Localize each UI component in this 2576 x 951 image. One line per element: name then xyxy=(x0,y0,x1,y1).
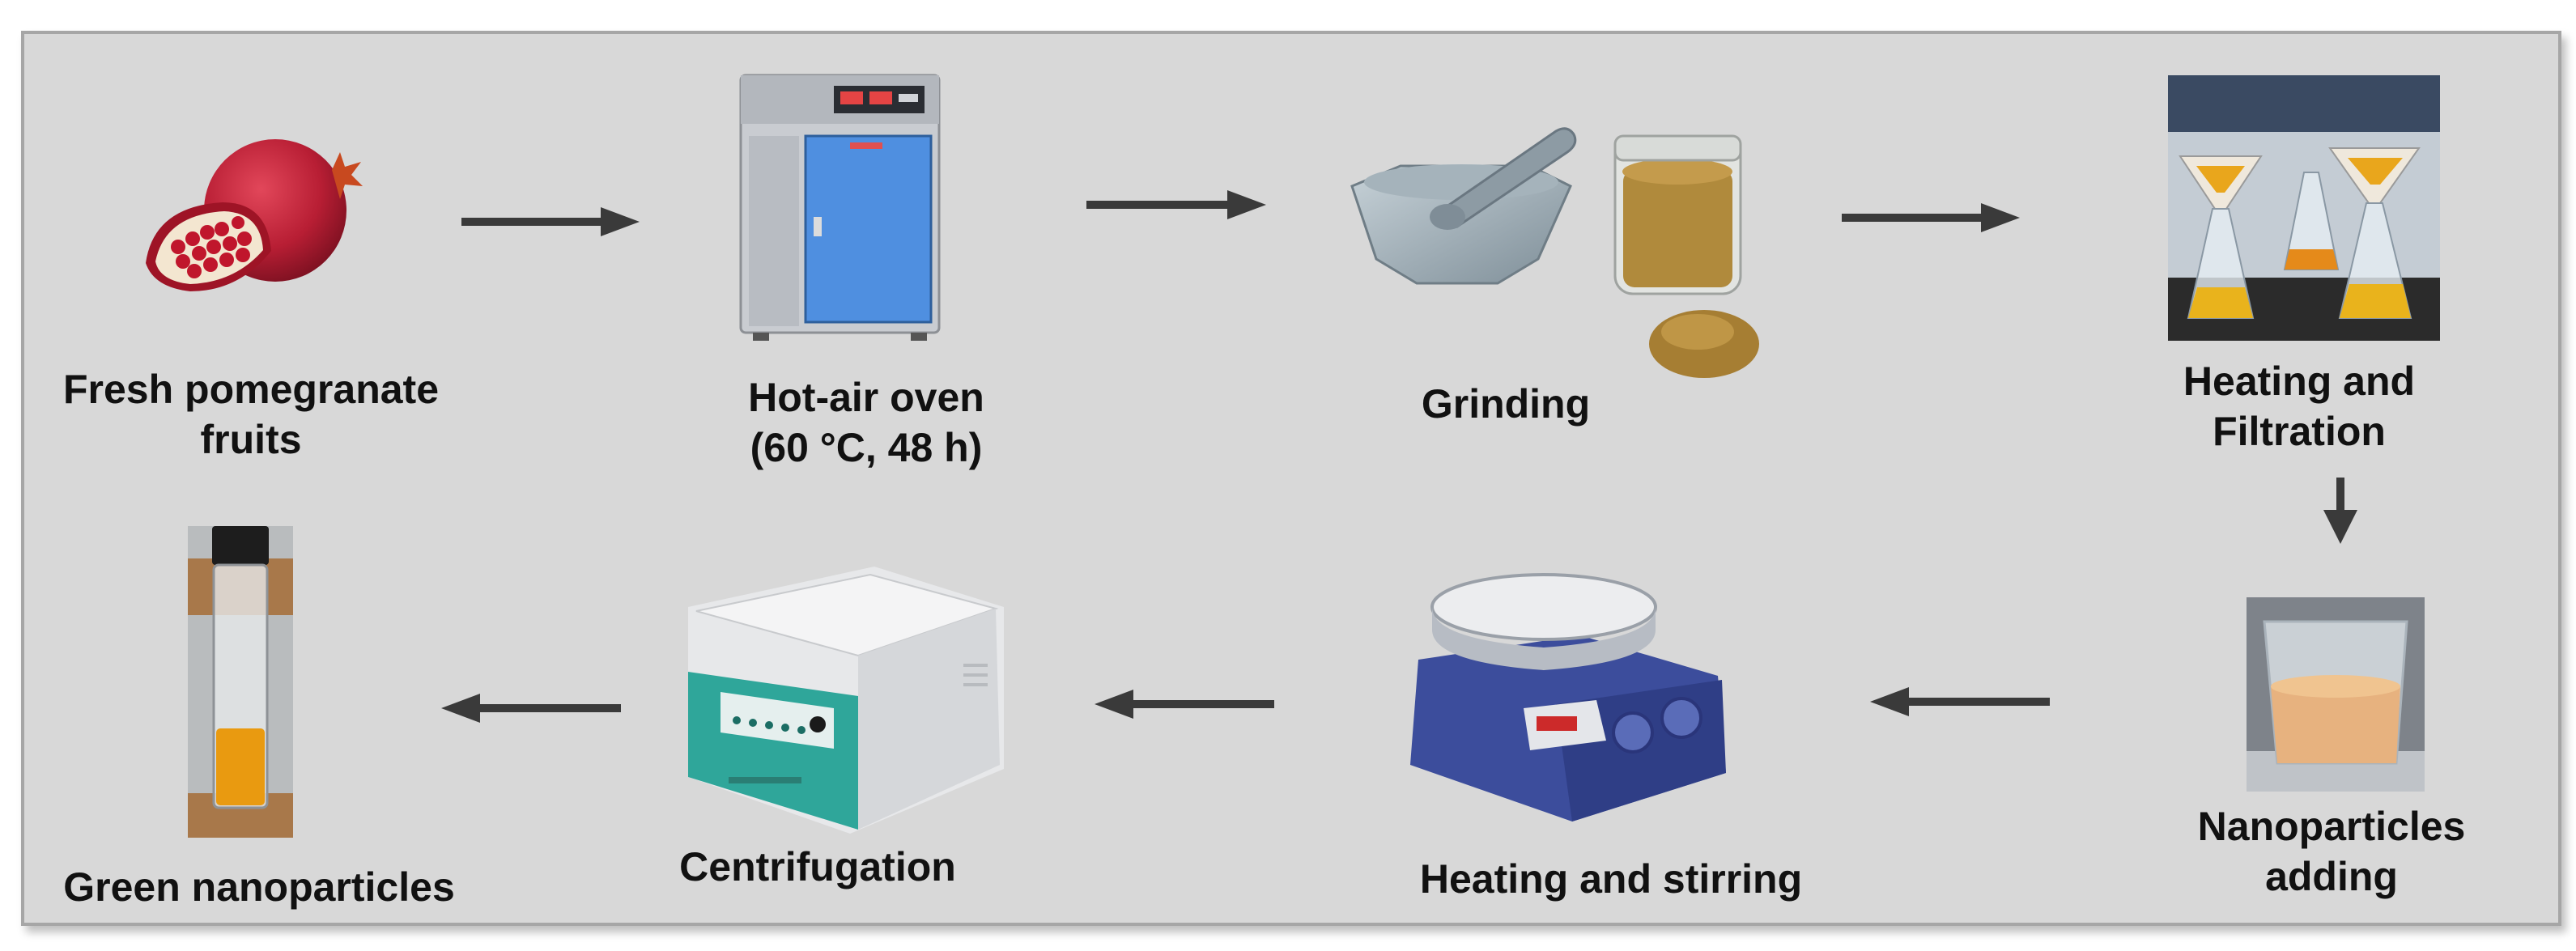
mortar-pestle-image xyxy=(1350,127,1577,285)
arrow-down xyxy=(2323,478,2357,544)
arrow-right-2 xyxy=(1086,190,1266,219)
filtration-flasks-image xyxy=(2168,75,2440,341)
powder-jar-image xyxy=(1613,134,1759,378)
pomegranate-image xyxy=(146,139,363,291)
arrow-left-3 xyxy=(441,694,621,723)
step-label-centrifugation: Centrifugation xyxy=(679,844,956,889)
step-label-green-nanoparticles: Green nanoparticles xyxy=(63,864,455,910)
arrow-right-3 xyxy=(1842,203,2020,232)
step-label-oven: Hot-air oven(60 °C, 48 h) xyxy=(748,375,984,470)
arrow-left-1 xyxy=(1870,687,2050,716)
hot-plate-stirrer-image xyxy=(1410,573,1726,822)
centrifuge-image xyxy=(688,567,1004,834)
hot-air-oven-image xyxy=(739,74,941,341)
step-label-heating-stirring: Heating and stirring xyxy=(1419,856,1803,902)
vial-image xyxy=(188,526,293,838)
arrow-left-2 xyxy=(1095,690,1274,719)
beaker-image xyxy=(2247,597,2425,792)
arrow-right-1 xyxy=(461,207,640,236)
workflow-panel xyxy=(21,31,2561,926)
step-label-grinding: Grinding xyxy=(1421,381,1591,427)
